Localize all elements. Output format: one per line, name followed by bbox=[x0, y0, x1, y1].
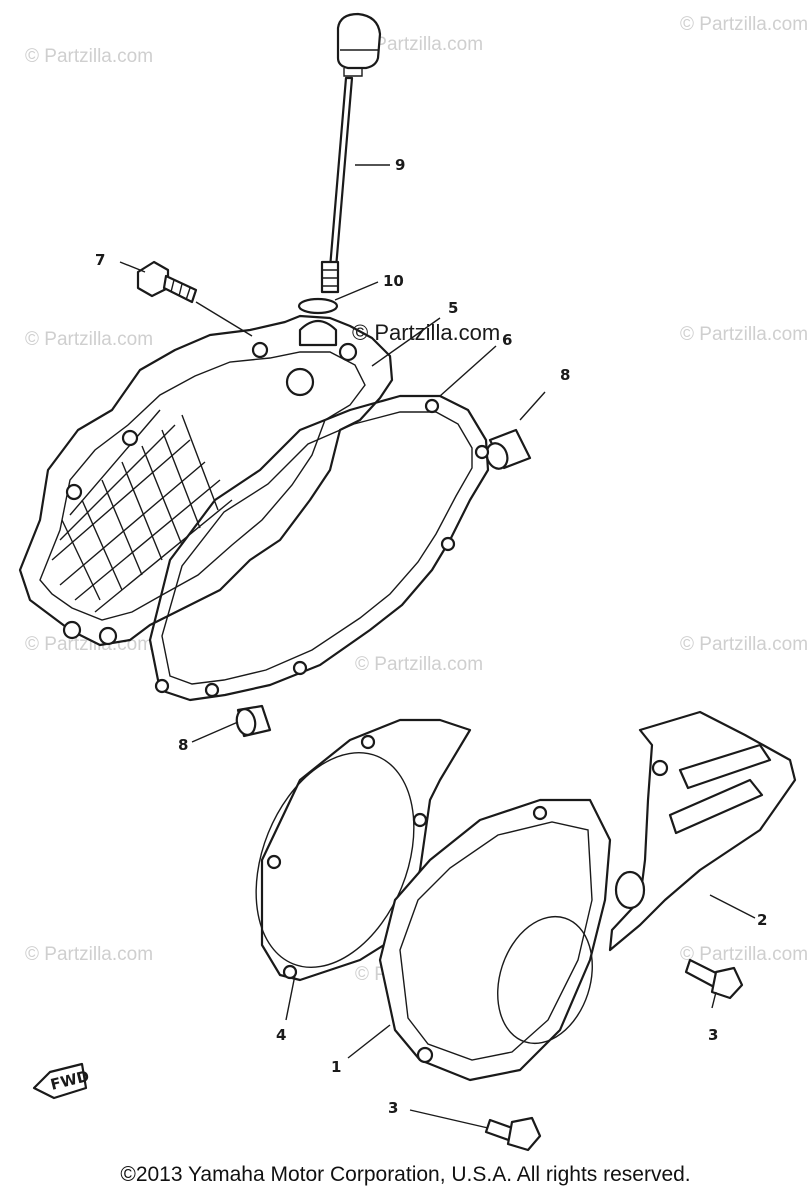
part-5-crankcase-cover bbox=[18, 314, 394, 647]
callout-5: 5 bbox=[448, 299, 458, 317]
part-7-bolt bbox=[136, 260, 198, 304]
callout-8: 8 bbox=[178, 736, 188, 754]
part-10-o-ring bbox=[297, 297, 339, 315]
watermark-text: © Partzilla.com bbox=[680, 14, 808, 35]
site-mark: © Partzilla.com bbox=[352, 320, 500, 345]
callout-3: 3 bbox=[708, 1026, 718, 1044]
leader-lines bbox=[119, 164, 756, 1129]
part-9-dipstick bbox=[320, 12, 382, 294]
callout-numbers: 9 10 7 5 6 8 8 2 4 1 3 3 bbox=[95, 156, 767, 1117]
part-2-sprocket-cover bbox=[608, 710, 797, 952]
copyright-notice: ©2013 Yamaha Motor Corporation, U.S.A. A… bbox=[120, 1163, 691, 1186]
watermark-text: © Partzilla.com bbox=[680, 324, 808, 345]
part-3-screw-right bbox=[684, 958, 744, 1000]
callout-1: 1 bbox=[331, 1058, 341, 1076]
watermark-text: © Partzilla.com bbox=[355, 34, 483, 55]
fwd-arrow-icon: FWD bbox=[32, 1062, 91, 1100]
callout-8: 8 bbox=[560, 366, 570, 384]
part-4-gasket bbox=[255, 718, 472, 982]
callout-3: 3 bbox=[388, 1099, 398, 1117]
part-3-screw-bottom bbox=[484, 1116, 542, 1152]
callout-7: 7 bbox=[95, 251, 105, 269]
watermark-text: © Partzilla.com bbox=[680, 944, 808, 965]
part-8-dowel-top bbox=[485, 428, 532, 470]
callout-4: 4 bbox=[276, 1026, 286, 1044]
callout-10: 10 bbox=[383, 272, 404, 290]
part-1-magneto-cover bbox=[378, 798, 612, 1082]
watermark-text: © Partzilla.com bbox=[355, 654, 483, 675]
watermark-text: © Partzilla.com bbox=[25, 46, 153, 67]
part-8-dowel-bottom bbox=[235, 704, 272, 738]
cover-grid bbox=[51, 409, 233, 613]
watermark-text: © Partzilla.com bbox=[25, 944, 153, 965]
callout-6: 6 bbox=[502, 331, 512, 349]
callout-2: 2 bbox=[757, 911, 767, 929]
part-6-gasket bbox=[148, 394, 490, 702]
callout-9: 9 bbox=[395, 156, 405, 174]
watermark-text: © Partzilla.com bbox=[680, 634, 808, 655]
watermark-text: © Partzilla.com bbox=[25, 329, 153, 350]
